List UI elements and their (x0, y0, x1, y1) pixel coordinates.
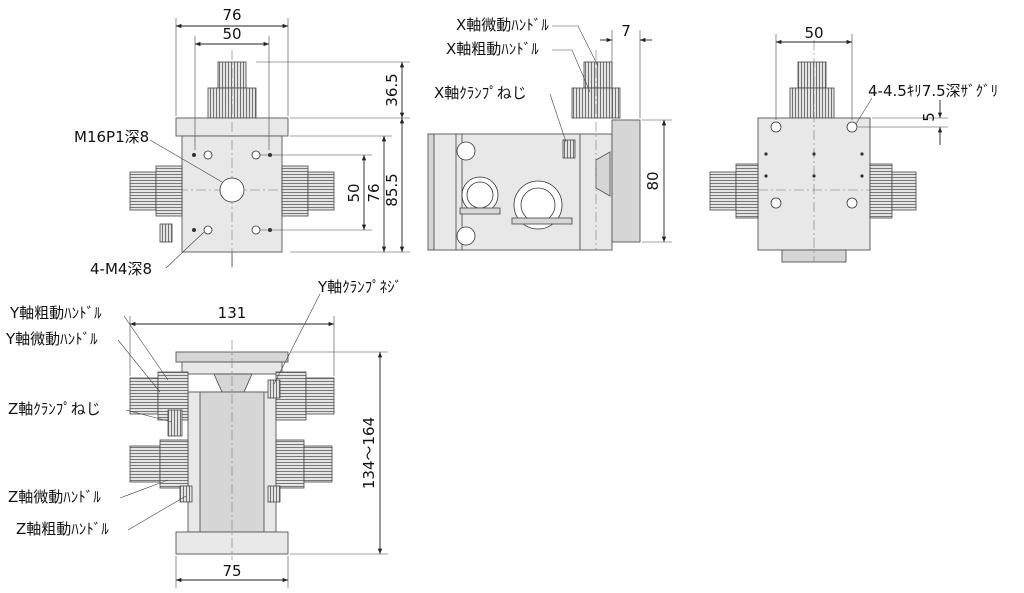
side-view: 7 80 X軸微動ﾊﾝﾄﾞﾙ X軸粗動ﾊﾝﾄﾞﾙ X軸ｸﾗﾝﾌﾟねじ (427, 16, 672, 251)
right-view: 50 5 4-4.5ｷﾘ7.5深ｻﾞｸﾞﾘ (709, 24, 998, 263)
knob-icon (305, 377, 335, 415)
hole-icon (203, 150, 213, 160)
hole-icon (251, 150, 261, 160)
dim-width-131: 131 (218, 304, 247, 322)
hole-icon (251, 225, 261, 235)
hole-icon (846, 197, 858, 209)
hole-icon (203, 225, 213, 235)
hole-icon (770, 121, 782, 133)
knob-icon (797, 61, 827, 89)
dim-width-75: 75 (222, 562, 241, 580)
dim-height-80: 80 (644, 171, 662, 190)
note-z-fine: Z軸微動ﾊﾝﾄﾞﾙ (8, 488, 101, 506)
dim-offset-5: 5 (920, 112, 938, 122)
dim-width-total: 76 (222, 6, 241, 24)
top-view: 76 50 36.5 50 76 85.5 M16P1深8 4-M4深8 (74, 6, 410, 278)
dim-height-knob: 36.5 (383, 73, 401, 106)
knob-icon (735, 163, 759, 219)
knob-icon (789, 87, 835, 119)
dim-offset-7: 7 (621, 22, 631, 40)
hole-icon (770, 197, 782, 209)
note-z-clamp: Z軸ｸﾗﾝﾌﾟねじ (8, 400, 101, 418)
dim-height-mid: 76 (365, 183, 383, 202)
knob-icon (275, 439, 305, 489)
knob-icon (307, 171, 335, 211)
knob-icon (129, 171, 157, 211)
dim-height-inner: 50 (345, 183, 363, 202)
hole-icon (219, 177, 245, 203)
knob-icon (129, 445, 161, 483)
knob-icon (129, 377, 159, 415)
dim-width-50: 50 (804, 24, 823, 42)
note-center-hole: M16P1深8 (74, 128, 149, 146)
knob-icon (155, 165, 183, 217)
note-x-coarse: X軸粗動ﾊﾝﾄﾞﾙ (446, 40, 539, 58)
knob-icon (159, 439, 189, 489)
hole-icon (846, 121, 858, 133)
knob-icon (562, 139, 576, 159)
knob-icon (709, 171, 737, 211)
knob-icon (303, 445, 333, 483)
front-view: 131 134～164 75 Y軸ｸﾗﾝﾌﾟﾈｼﾞ Y軸粗動ﾊﾝﾄﾞﾙ Y軸微動… (5, 278, 402, 588)
note-x-fine: X軸微動ﾊﾝﾄﾞﾙ (456, 16, 549, 34)
dim-height-total: 85.5 (383, 173, 401, 206)
note-z-coarse: Z軸粗動ﾊﾝﾄﾞﾙ (16, 520, 109, 538)
note-y-coarse: Y軸粗動ﾊﾝﾄﾞﾙ (9, 304, 102, 322)
note-y-fine: Y軸微動ﾊﾝﾄﾞﾙ (5, 330, 98, 348)
note-y-clamp: Y軸ｸﾗﾝﾌﾟﾈｼﾞ (317, 278, 402, 296)
knob-icon (891, 171, 917, 211)
knob-icon (275, 371, 307, 421)
dim-width-inner: 50 (222, 25, 241, 43)
knob-icon (281, 165, 309, 217)
note-x-clamp: X軸ｸﾗﾝﾌﾟねじ (434, 84, 527, 102)
note-corner-holes: 4-M4深8 (90, 260, 152, 278)
note-holes: 4-4.5ｷﾘ7.5深ｻﾞｸﾞﾘ (868, 82, 998, 100)
knob-icon (869, 163, 893, 219)
dim-height-range: 134～164 (360, 417, 378, 489)
